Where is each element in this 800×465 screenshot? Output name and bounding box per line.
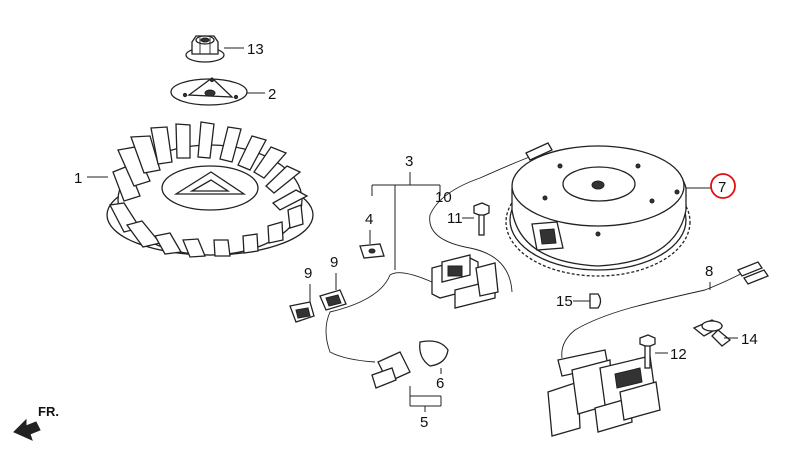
callout-1: 1 xyxy=(74,170,82,187)
cooling-fan-part[interactable] xyxy=(106,121,314,258)
spark-plug-lead[interactable] xyxy=(325,272,433,363)
wire-clamp-part[interactable] xyxy=(692,319,732,347)
highlight-ring xyxy=(710,173,736,199)
grommet-15-part[interactable] xyxy=(589,293,602,309)
front-label: FR. xyxy=(38,404,59,419)
callout-12: 12 xyxy=(670,346,687,363)
charge-coil-wire[interactable] xyxy=(561,265,756,359)
bolt-12-part[interactable] xyxy=(639,334,656,369)
callout-11: 11 xyxy=(447,210,463,227)
ignition-coil-part[interactable] xyxy=(431,254,499,309)
callout-9b: 9 xyxy=(330,254,338,271)
ignition-wire[interactable] xyxy=(429,149,549,293)
front-direction-indicator: FR. xyxy=(13,404,59,441)
spacer-part[interactable] xyxy=(359,243,385,259)
wire-clip-b-part[interactable] xyxy=(319,289,347,311)
callout-5: 5 xyxy=(420,414,428,431)
callout-8: 8 xyxy=(705,263,713,280)
flange-nut-part[interactable] xyxy=(185,35,225,63)
callout-6: 6 xyxy=(436,375,444,392)
callout-13: 13 xyxy=(247,41,264,58)
starter-pulley-plate-part[interactable] xyxy=(170,77,248,106)
wire-clip-a-part[interactable] xyxy=(289,301,315,323)
front-arrow-icon xyxy=(13,418,41,441)
callout-15: 15 xyxy=(556,293,573,310)
callout-9a: 9 xyxy=(304,265,312,282)
charge-coil-part[interactable] xyxy=(547,349,661,437)
spark-plug-cap-part[interactable] xyxy=(371,340,449,389)
callout-7: 7 xyxy=(718,179,726,196)
wire-terminal xyxy=(525,142,553,161)
callout-2: 2 xyxy=(268,86,276,103)
harness-connectors xyxy=(737,261,769,285)
callout-3: 3 xyxy=(405,153,413,170)
callout-14: 14 xyxy=(741,331,758,348)
callout-4: 4 xyxy=(365,211,373,228)
flywheel-part[interactable] xyxy=(505,145,691,277)
bolt-11-part[interactable] xyxy=(473,202,490,236)
